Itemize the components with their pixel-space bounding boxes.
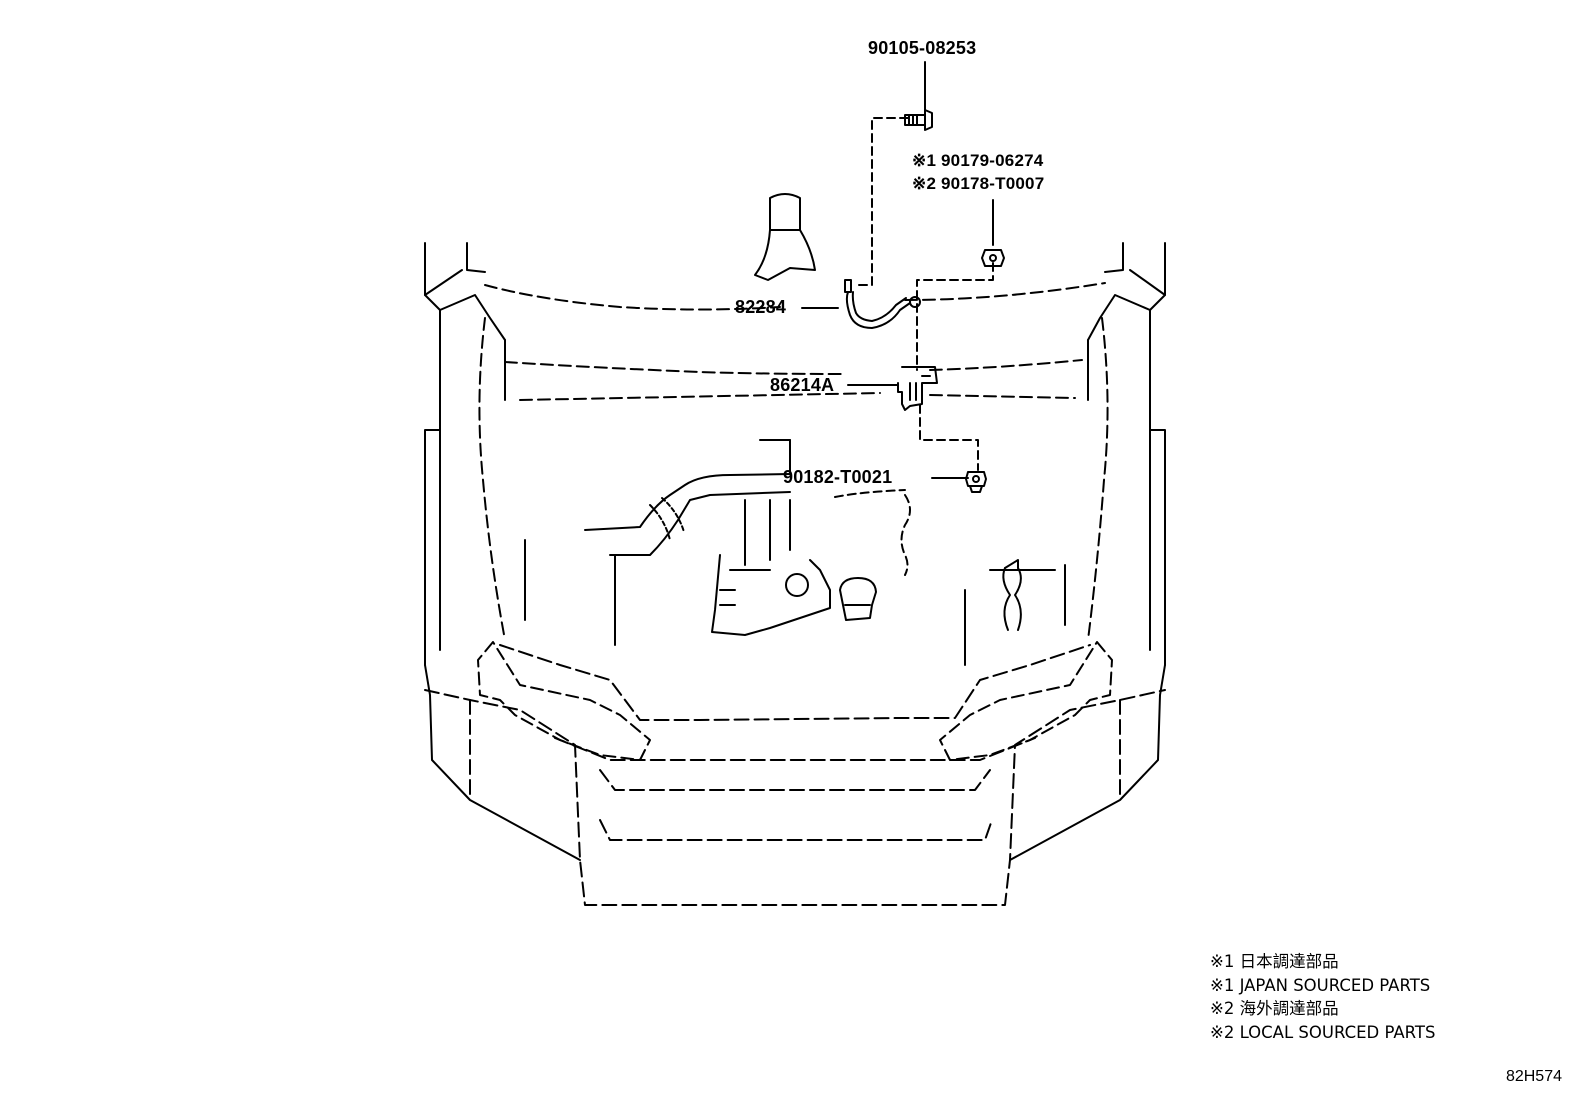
legend-line: ※2 海外調達部品 [1210, 999, 1339, 1018]
cowl-panel [478, 282, 1109, 641]
engine-components [584, 193, 1056, 636]
left-headlamp [477, 641, 651, 761]
grille-upper [499, 644, 1091, 791]
part-label-screw[interactable]: 90105-08253 [868, 38, 977, 58]
clip-90182 [965, 471, 987, 493]
ground-wire-82284 [844, 279, 921, 329]
part-label-wire[interactable]: 82284 [735, 297, 787, 317]
nut-90179 [981, 249, 1005, 267]
part-label-bracket[interactable]: 86214A [770, 375, 835, 395]
leader-lines [801, 61, 994, 479]
part-label-nut-alt2[interactable]: ※2 90178-T0007 [912, 174, 1045, 193]
part-label-nut-alt1[interactable]: ※1 90179-06274 [912, 151, 1044, 170]
screw-90105 [904, 109, 933, 131]
reference-lines [854, 117, 994, 471]
left-fender-outline [424, 242, 581, 861]
legend-line: ※2 LOCAL SOURCED PARTS [1210, 1022, 1436, 1042]
bracket-86214 [897, 366, 938, 411]
right-fender-outline [1009, 242, 1166, 861]
right-headlamp [939, 641, 1113, 761]
legend-line: ※1 JAPAN SOURCED PARTS [1210, 975, 1431, 995]
part-label-clip[interactable]: 90182-T0021 [783, 467, 893, 487]
front-bumper [424, 689, 1166, 906]
sourcing-legend: ※1 日本調達部品 ※1 JAPAN SOURCED PARTS ※2 海外調達… [1210, 950, 1435, 1044]
illustration-id: 82H574 [1505, 1068, 1562, 1085]
legend-line: ※1 日本調達部品 [1210, 952, 1339, 971]
inner-panels [504, 339, 1089, 666]
